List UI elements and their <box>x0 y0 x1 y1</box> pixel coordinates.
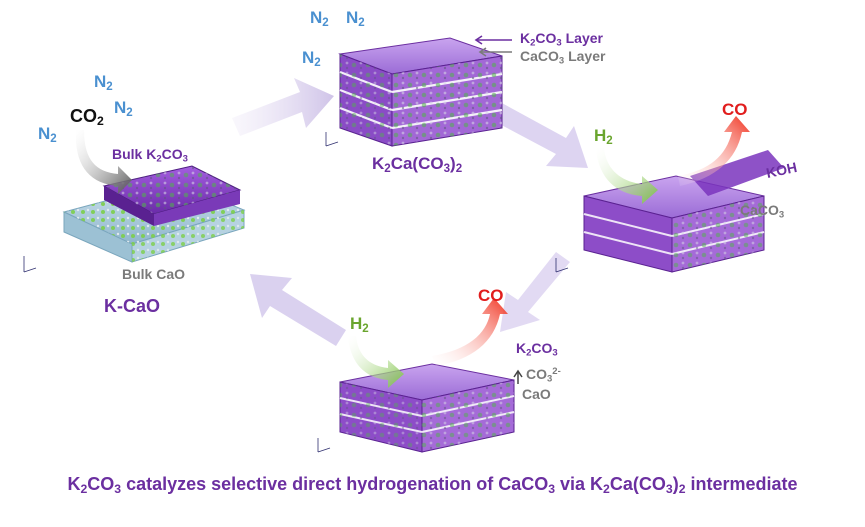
co3-pointer-arrow <box>514 371 522 384</box>
int-n2-label-1: N2 <box>310 8 329 28</box>
bottom-co-arrow <box>432 298 508 366</box>
caco3-layer-label: CaCO3 Layer <box>520 48 605 64</box>
int-n2-label-2: N2 <box>346 8 365 28</box>
int-n2-label-3: N2 <box>302 48 321 68</box>
co2-label: CO2 <box>70 106 104 127</box>
kcao-n2-label-mid: N2 <box>114 98 133 118</box>
kcao-name-label: K-CaO <box>104 296 160 317</box>
bulk-cao-label: Bulk CaO <box>122 266 185 282</box>
co2-gray-arrow <box>76 130 132 194</box>
figure-caption: K2CO3 catalyzes selective direct hydroge… <box>0 474 865 495</box>
bottom-k2co3-label: K2CO3 <box>516 340 558 356</box>
kcao-n2-label-left: N2 <box>38 124 57 144</box>
bottom-h2-label: H2 <box>350 314 369 334</box>
cycle-arrow-top-left <box>232 78 334 136</box>
kcao-structure <box>24 166 244 272</box>
k2ca-co3-2-structure <box>326 38 502 146</box>
k2co3-layer-label: K2CO3 Layer <box>520 30 603 46</box>
bottom-co-label: CO <box>478 286 504 306</box>
kcao-n2-label-top: N2 <box>94 72 113 92</box>
co3-ion-label: CO32- <box>526 366 561 382</box>
bottom-cao-label: CaO <box>522 386 551 402</box>
cycle-arrow-top-right <box>492 102 588 168</box>
right-co-label: CO <box>722 100 748 120</box>
bulk-k2co3-label: Bulk K2CO3 <box>112 146 188 162</box>
right-caco3-label: CaCO3 <box>740 202 784 218</box>
cycle-arrow-right-bottom <box>500 252 570 332</box>
bottom-state-structure <box>318 364 514 452</box>
right-h2-label: H2 <box>594 126 613 146</box>
cycle-arrow-bottom-left <box>250 274 346 346</box>
intermediate-formula-label: K2Ca(CO3)2 <box>372 154 462 174</box>
